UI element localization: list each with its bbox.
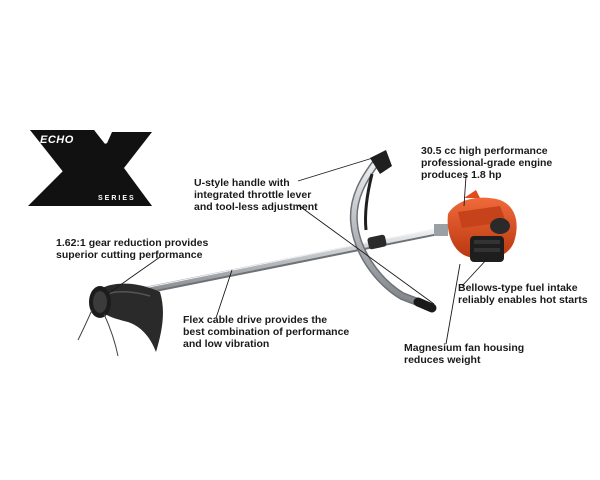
callout-fan-housing: Magnesium fan housing reduces weight <box>404 342 525 366</box>
series-label: SERIES <box>98 195 136 202</box>
leader-lines <box>105 156 489 345</box>
engine <box>434 190 517 262</box>
u-handle <box>349 150 437 313</box>
callout-u-handle: U-style handle with integrated throttle … <box>194 177 318 213</box>
callout-bellows-intake: Bellows-type fuel intake reliably enable… <box>458 282 588 306</box>
echo-wordmark: ECHO <box>40 134 74 146</box>
cutting-head <box>77 283 163 357</box>
callout-engine: 30.5 cc high performance professional-gr… <box>421 145 553 181</box>
echo-x-logo <box>28 130 152 206</box>
callout-flex-cable: Flex cable drive provides the best combi… <box>183 314 350 350</box>
callout-gear-reduction: 1.62:1 gear reduction provides superior … <box>56 237 209 261</box>
